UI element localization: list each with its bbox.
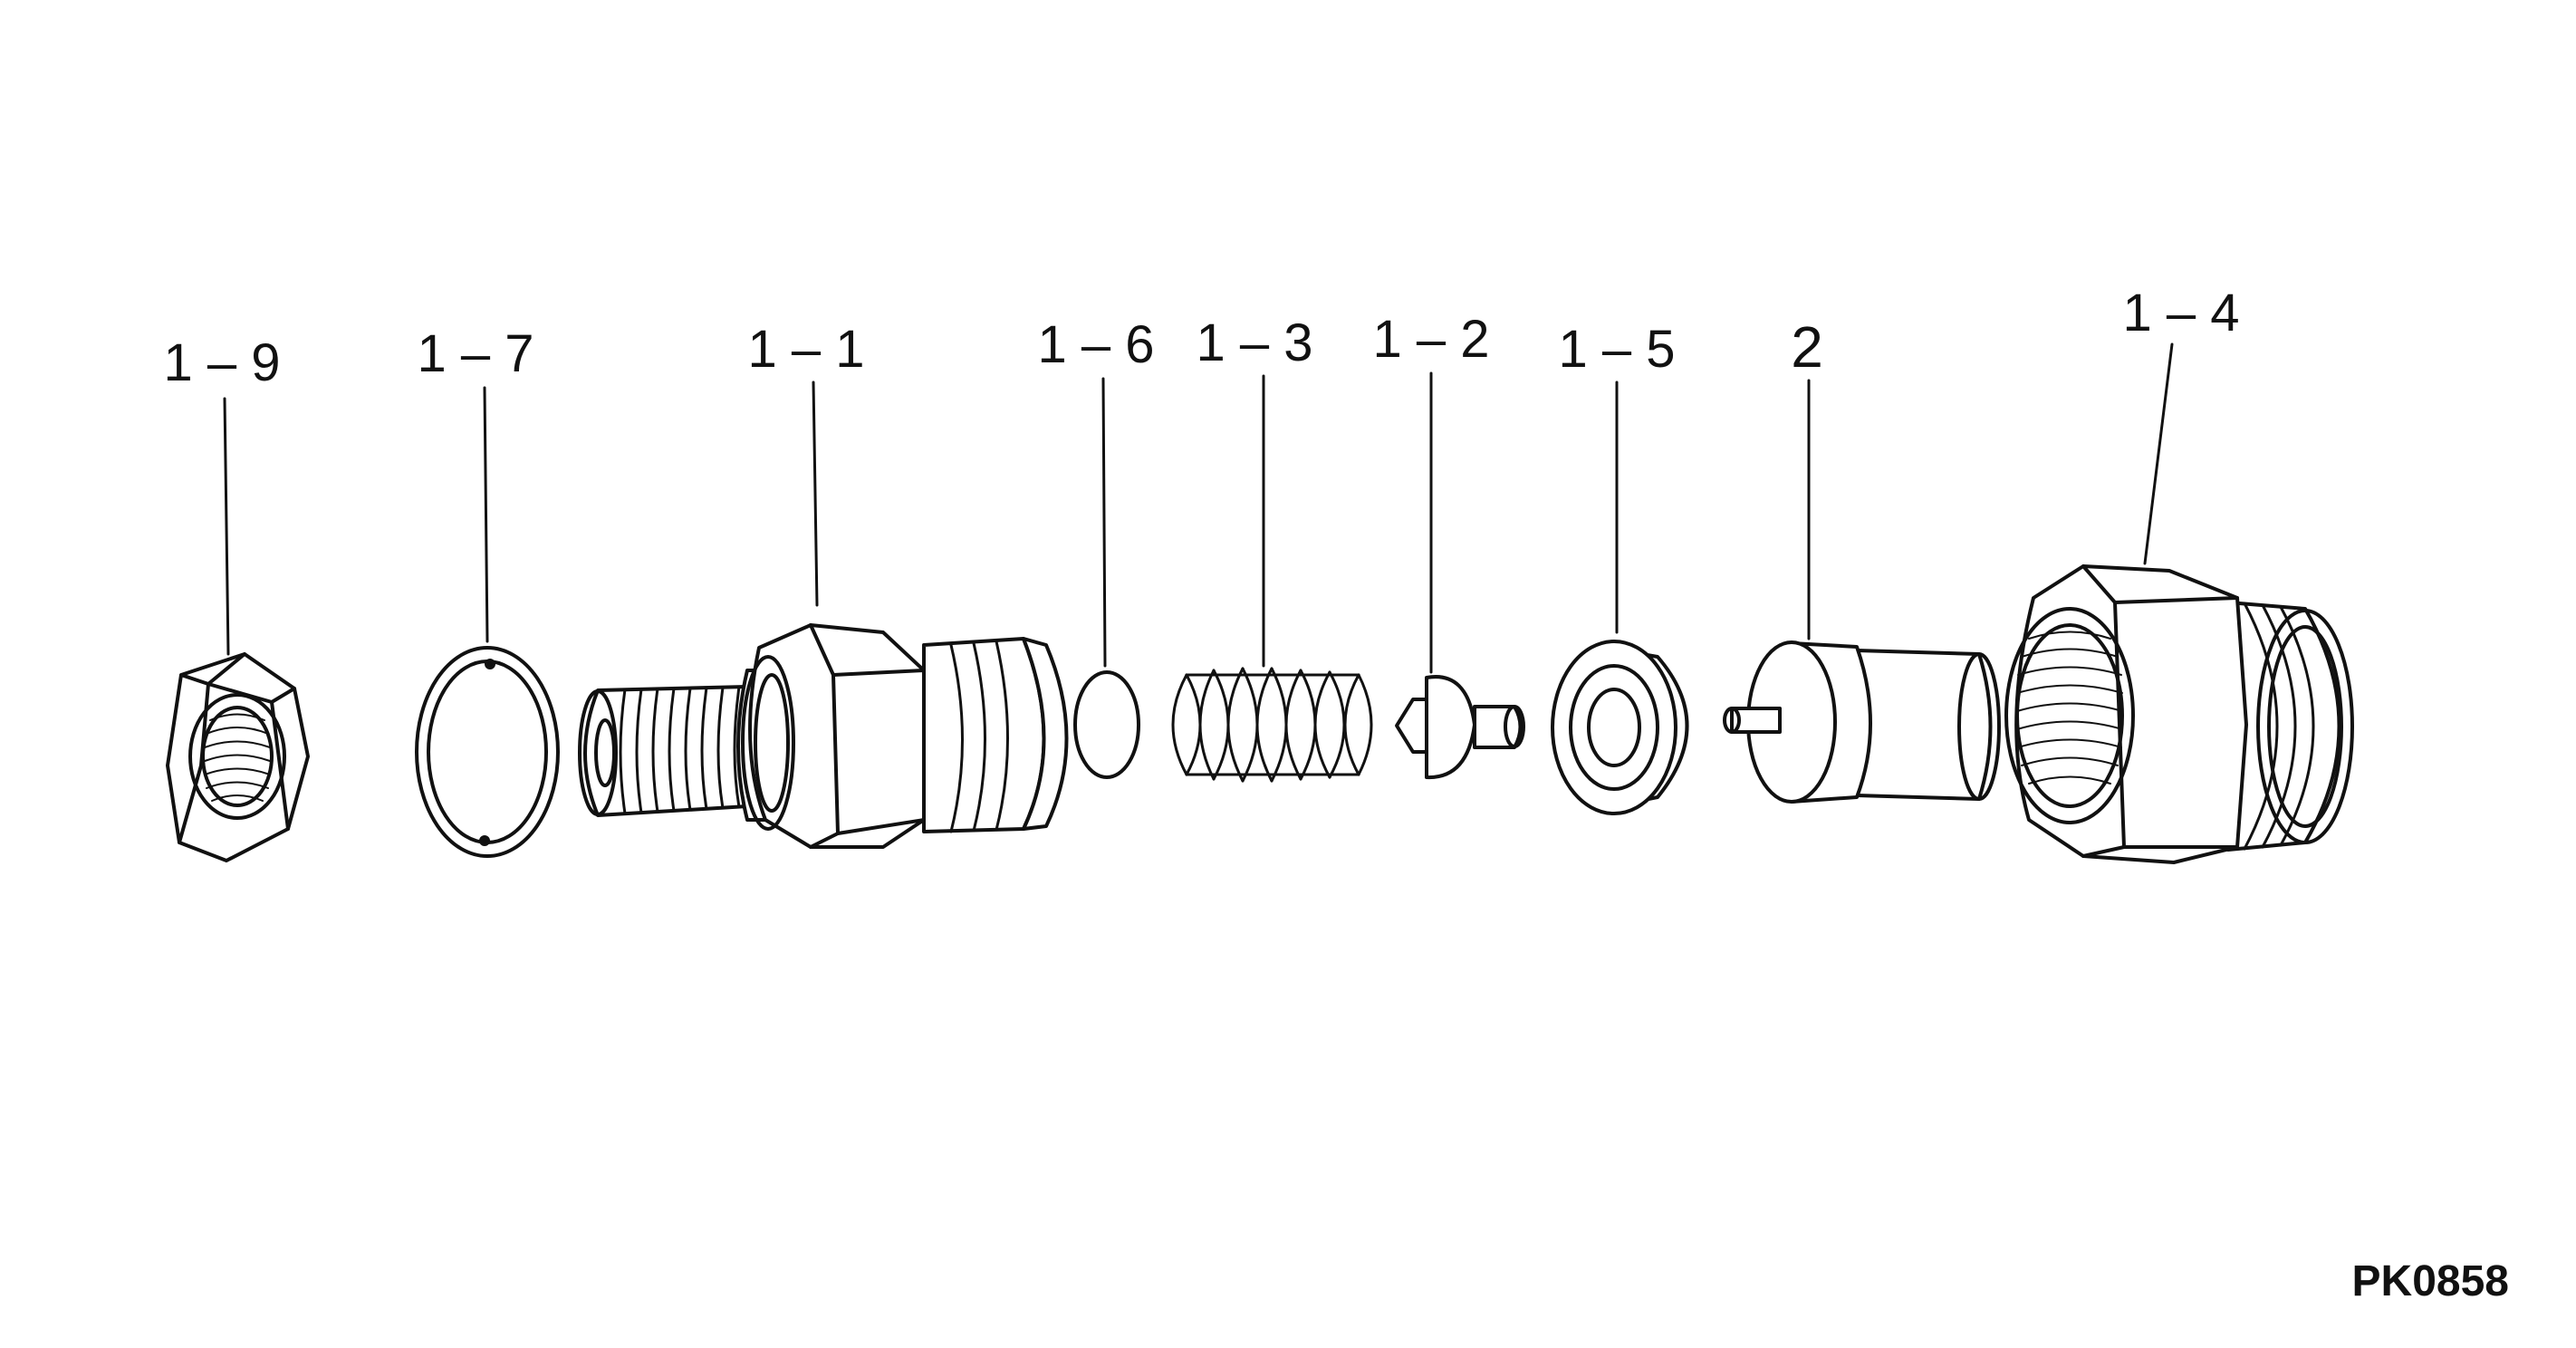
seat-bore — [1587, 688, 1641, 767]
part-1-5-seat — [1551, 640, 1689, 815]
cap-spigot-end — [2256, 609, 2354, 844]
part-1-2-poppet — [1395, 675, 1525, 780]
cap-spigot-lip — [2267, 625, 2343, 828]
seat-ring — [1569, 664, 1659, 791]
body-hex-face — [741, 655, 795, 831]
leader-1-1 — [812, 380, 819, 607]
poppet-head — [1425, 675, 1476, 780]
leader-1-9 — [223, 397, 230, 656]
ring-outer — [415, 646, 560, 858]
piston-pin — [1730, 707, 1782, 734]
label-part-1-9: 1 – 9 — [164, 333, 281, 392]
part-2-piston — [1723, 640, 2001, 804]
part-1-7-ring — [415, 646, 560, 858]
cap-bore-outer — [2004, 607, 2135, 824]
label-part-1-1: 1 – 1 — [748, 320, 865, 379]
leader-1-4 — [2143, 342, 2174, 565]
label-part-1-5: 1 – 5 — [1559, 320, 1676, 379]
nut-facet-b — [270, 700, 290, 831]
part-1-9-hex-nut — [166, 652, 310, 862]
body-hex — [748, 623, 935, 849]
body-hex-facet-bottom — [836, 818, 926, 835]
part-1-4-cap-nut — [2004, 564, 2354, 864]
poppet-shank — [1473, 705, 1523, 749]
leader-1-6 — [1101, 377, 1107, 668]
label-part-1-4: 1 – 4 — [2123, 284, 2240, 342]
body-hex-face-inner — [754, 673, 790, 813]
poppet-tip — [1395, 698, 1428, 754]
figure-code: PK0858 — [2352, 1257, 2509, 1305]
piston-barrel — [1855, 649, 1993, 801]
body-stem-threads — [619, 685, 741, 815]
body-rear-threads — [949, 640, 1009, 833]
piston-barrel-end — [1957, 652, 2001, 801]
part-1-1-valve-body — [578, 623, 1069, 849]
leader-1-7 — [483, 386, 489, 643]
part-1-6-disc — [1073, 670, 1140, 779]
disc-outline — [1073, 670, 1140, 779]
label-part-1-6: 1 – 6 — [1038, 315, 1155, 374]
label-part-1-7: 1 – 7 — [418, 324, 534, 383]
leader-lines — [223, 342, 2174, 674]
label-part-1-2: 1 – 2 — [1373, 310, 1490, 369]
body-rear-lip — [1022, 637, 1069, 831]
nut-bore-outer — [188, 693, 286, 820]
body-stem-bore — [594, 718, 616, 787]
ring-inner — [427, 660, 548, 844]
nut-bore-inner — [201, 706, 274, 807]
part-1-3-spring — [1171, 667, 1373, 783]
label-part-2: 2 — [1791, 314, 1823, 380]
piston-pin-end — [1723, 707, 1741, 734]
cap-bore-inner — [2015, 623, 2124, 808]
cap-bore-threads — [2016, 631, 2123, 785]
poppet-shank-end — [1504, 705, 1525, 748]
label-part-1-3: 1 – 3 — [1197, 313, 1313, 372]
